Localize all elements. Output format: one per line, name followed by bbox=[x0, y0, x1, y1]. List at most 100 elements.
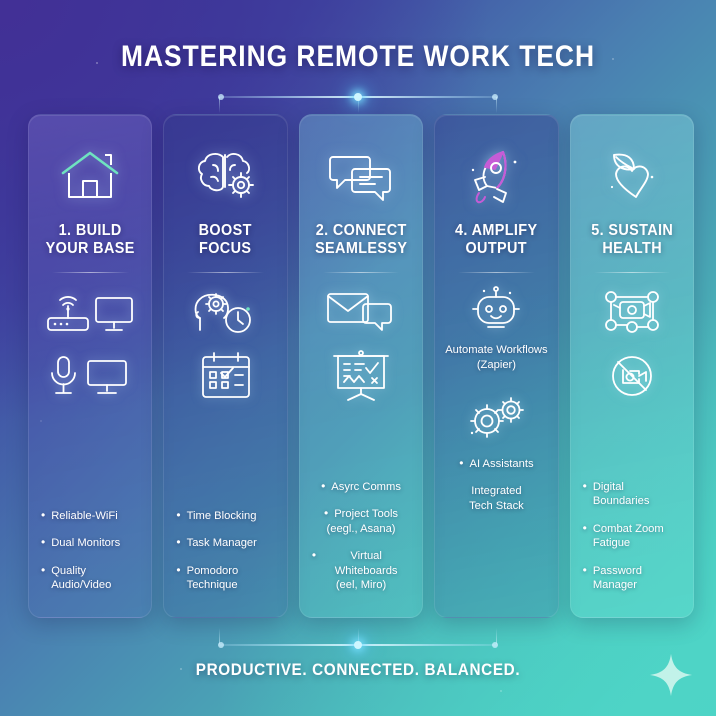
gears-icon bbox=[461, 387, 531, 449]
rail-tick-right bbox=[496, 97, 497, 113]
house-icon bbox=[57, 137, 123, 215]
bullet-text: Project Tools bbox=[334, 508, 399, 521]
bullet-marker: • bbox=[459, 455, 464, 470]
list-item: • Password Manager bbox=[582, 562, 681, 593]
rail-tick-left bbox=[219, 97, 220, 113]
list-item: • Pomodoro Technique bbox=[176, 562, 274, 593]
pillar-icons bbox=[443, 279, 549, 341]
bullet-marker: • bbox=[41, 507, 46, 522]
list-item: • Time Blocking bbox=[176, 507, 274, 524]
rail-cap-left bbox=[218, 642, 224, 648]
bullet-marker: • bbox=[582, 520, 587, 535]
bullet-text: Combat Zoom Fatigue bbox=[592, 522, 664, 550]
presentation-board-icon bbox=[328, 345, 394, 407]
bullet-marker: • bbox=[176, 535, 181, 550]
bullet-marker: • bbox=[582, 562, 587, 577]
rail-cap-left bbox=[218, 94, 224, 100]
pillar-bullets: • Reliable-WiFi • Dual Monitors • Qualit… bbox=[37, 507, 143, 603]
pillar-icons bbox=[172, 279, 278, 407]
list-item: • Project Tools (eegl., Asana) bbox=[312, 506, 410, 536]
pillar-card-amplify-output[interactable]: 4. AMPLIFY OUTPUT Automate Wo bbox=[434, 114, 559, 618]
pillar-bullets: • AI Assistants Integrated Tech Stack bbox=[443, 455, 549, 524]
wifi-router-monitor-icon bbox=[42, 279, 138, 341]
bullet-text: Task Manager bbox=[186, 537, 257, 550]
list-item: • AI Assistants bbox=[447, 455, 545, 472]
title-divider bbox=[51, 272, 129, 273]
microphone-monitor-icon bbox=[44, 345, 136, 407]
pillar-card-connect-seamlessy[interactable]: 2. CONNECT SEAMLESSY bbox=[298, 114, 424, 618]
bullet-marker: • bbox=[582, 478, 587, 493]
list-item: • Quality Audio/Video bbox=[41, 562, 139, 593]
bullet-marker: • bbox=[321, 478, 326, 493]
pillar-bullets: • Time Blocking • Task Manager • Pomodor… bbox=[172, 507, 278, 603]
pillar-icons-secondary bbox=[443, 387, 549, 449]
pillar-bullets: • Asyrc Comms • Project Tools (eegl., As… bbox=[308, 478, 414, 603]
rocket-icon bbox=[463, 137, 529, 215]
top-connector-rail bbox=[218, 93, 498, 113]
list-item: • Task Manager bbox=[176, 536, 274, 551]
pillars-row: 1. BUILD YOUR BASE bbox=[28, 114, 695, 618]
rail-glow-node bbox=[354, 93, 362, 101]
title-divider bbox=[187, 272, 264, 273]
pillar-icons bbox=[308, 279, 414, 407]
list-item: • Digital Boundaries bbox=[582, 478, 681, 509]
brain-gear-icon bbox=[191, 137, 261, 215]
bullet-marker: • bbox=[311, 548, 317, 563]
pillar-bullets: • Digital Boundaries • Combat Zoom Fatig… bbox=[579, 478, 685, 603]
pillar-title: 4. AMPLIFY OUTPUT bbox=[455, 222, 538, 257]
list-item: • Dual Monitors bbox=[41, 536, 139, 551]
icon-caption-line2: (Zapier) bbox=[476, 358, 516, 371]
pillar-title: BOOST FOCUS bbox=[199, 222, 253, 257]
bullet-subtext: (eegl., Asana) bbox=[326, 522, 396, 535]
footnote-item: Integrated Tech Stack bbox=[447, 484, 545, 513]
page-title: MASTERING REMOTE WORK TECH bbox=[121, 40, 595, 73]
bullet-text: Reliable-WiFi bbox=[51, 509, 118, 522]
pillar-title: 1. BUILD YOUR BASE bbox=[45, 222, 135, 257]
rail-tick-center bbox=[358, 628, 359, 644]
footer-tagline: PRODUCTIVE. CONNECTED. BALANCED. bbox=[195, 660, 521, 679]
icon-caption-line1: Automate Workflows bbox=[445, 344, 548, 356]
bullet-text: Password Manager bbox=[592, 564, 642, 592]
network-camera-icon bbox=[596, 279, 668, 341]
bullet-text: Pomodoro Technique bbox=[186, 564, 239, 592]
pillar-card-build-base[interactable]: 1. BUILD YOUR BASE bbox=[28, 114, 153, 618]
rail-glow-node bbox=[354, 641, 362, 649]
heart-leaf-icon bbox=[600, 137, 664, 215]
bullet-text: Virtual Whiteboards bbox=[334, 550, 398, 577]
robot-icon bbox=[464, 279, 528, 341]
pillar-card-boost-focus[interactable]: BOOST FOCUS bbox=[163, 114, 288, 618]
chat-bubbles-icon bbox=[325, 137, 397, 215]
list-item: • Asyrc Comms bbox=[312, 478, 410, 495]
footnote-line2: Tech Stack bbox=[469, 499, 524, 512]
bullet-marker: • bbox=[176, 507, 181, 522]
title-divider bbox=[593, 272, 671, 273]
bullet-text: AI Assistants bbox=[469, 457, 534, 470]
title-divider bbox=[458, 272, 535, 273]
bottom-connector-rail bbox=[218, 628, 498, 649]
four-point-star-icon bbox=[649, 653, 693, 697]
bullet-text: Quality Audio/Video bbox=[51, 564, 112, 592]
bullet-text: Asyrc Comms bbox=[331, 480, 401, 493]
bullet-subtext: (eel, Miro) bbox=[335, 579, 387, 592]
bullet-marker: • bbox=[176, 562, 181, 577]
rail-tick-right bbox=[496, 628, 497, 644]
head-gear-clock-icon bbox=[186, 279, 266, 341]
bullet-marker: • bbox=[323, 506, 329, 521]
rail-tick-left bbox=[219, 628, 220, 644]
list-item: • Virtual Whiteboards (eel, Miro) bbox=[312, 549, 410, 593]
bullet-marker: • bbox=[41, 562, 46, 577]
rail-cap-right bbox=[492, 94, 498, 100]
list-item: • Reliable-WiFi bbox=[41, 507, 139, 524]
no-camera-icon bbox=[603, 345, 661, 407]
pillar-card-sustain-health[interactable]: 5. SUSTAIN HEALTH bbox=[569, 114, 695, 618]
pillar-title: 5. SUSTAIN HEALTH bbox=[590, 222, 673, 257]
pillar-title: 2. CONNECT SEAMLESSY bbox=[314, 222, 408, 257]
bullet-text: Time Blocking bbox=[186, 509, 257, 522]
footnote-line1: Integrated bbox=[471, 485, 522, 498]
calendar-checklist-icon bbox=[195, 345, 257, 407]
envelope-chat-icon bbox=[322, 279, 400, 341]
rail-tick-center bbox=[358, 97, 359, 113]
title-divider bbox=[322, 272, 400, 273]
bullet-text: Digital Boundaries bbox=[592, 480, 650, 508]
rail-cap-right bbox=[492, 642, 498, 648]
